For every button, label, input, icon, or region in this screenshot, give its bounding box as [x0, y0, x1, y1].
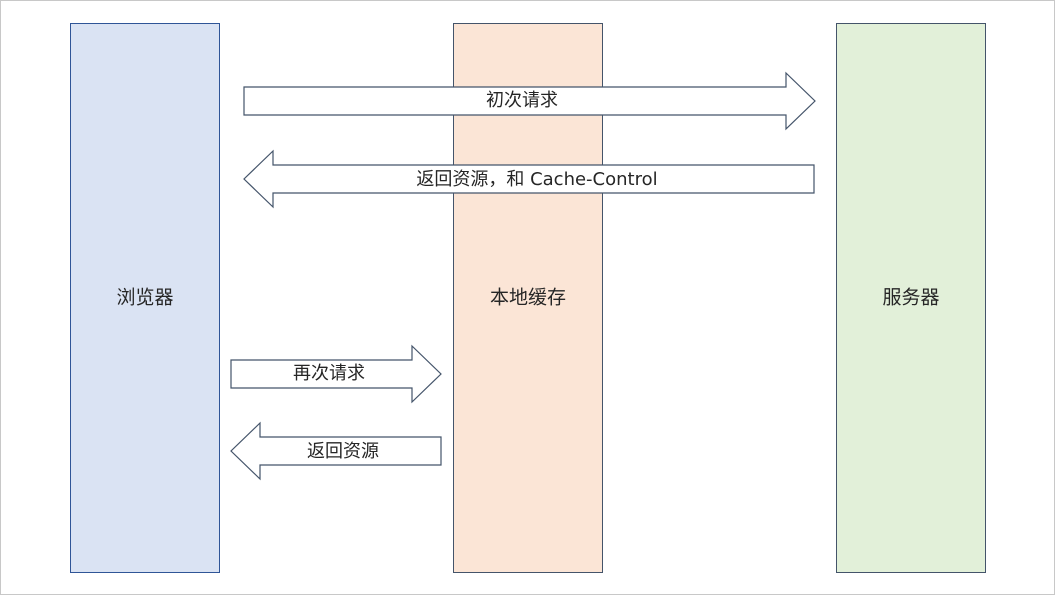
- repeat-request-label: 再次请求: [293, 363, 365, 384]
- return-resource-arrow: 返回资源: [230, 421, 442, 481]
- repeat-request-arrow: 再次请求: [230, 344, 442, 404]
- server-column: 服务器: [836, 23, 986, 573]
- return-with-cache-control-label: 返回资源，和 Cache-Control: [416, 169, 657, 190]
- browser-column: 浏览器: [70, 23, 220, 573]
- return-resource-label: 返回资源: [307, 441, 379, 462]
- local-cache-label: 本地缓存: [490, 287, 566, 309]
- initial-request-label: 初次请求: [486, 90, 558, 111]
- initial-request-arrow: 初次请求: [243, 71, 816, 131]
- browser-label: 浏览器: [116, 287, 173, 309]
- return-with-cache-control-arrow: 返回资源，和 Cache-Control: [243, 149, 815, 209]
- server-label: 服务器: [882, 287, 939, 309]
